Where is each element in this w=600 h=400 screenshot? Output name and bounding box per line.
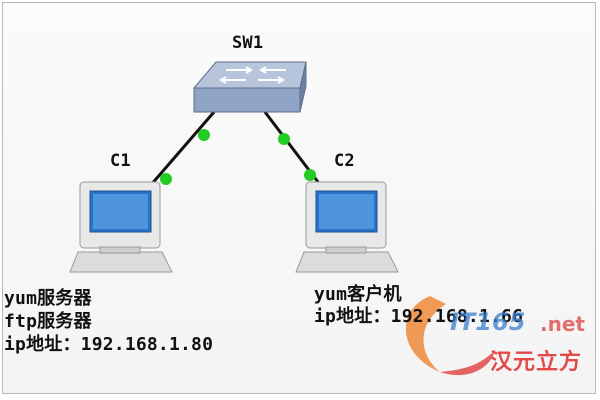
link-sw1-c1 [148, 111, 216, 187]
link-port-dot [304, 169, 316, 181]
c2-info-line: ip地址：192.168.1.66 [314, 306, 524, 327]
watermark-cn: 汉元立方 [490, 350, 583, 375]
c1-label: C1 [110, 151, 131, 171]
computer-c2-icon[interactable] [295, 181, 399, 273]
c1-info-line: yum服务器 [4, 288, 92, 309]
c1-info-line: ftp服务器 [4, 311, 92, 332]
switch-label: SW1 [232, 33, 264, 53]
watermark-tld: .net [540, 312, 585, 336]
c2-info-line: yum客户机 [314, 284, 402, 305]
link-port-dot [160, 173, 172, 185]
c2-label: C2 [334, 151, 355, 171]
link-port-dot [278, 133, 290, 145]
switch-icon[interactable] [192, 61, 307, 113]
c1-info-line: ip地址：192.168.1.80 [4, 334, 214, 355]
computer-c1-icon[interactable] [69, 181, 173, 273]
watermark-logo-icon [405, 296, 495, 376]
watermark-brand: IT165 [450, 308, 526, 336]
link-port-dot [198, 129, 210, 141]
